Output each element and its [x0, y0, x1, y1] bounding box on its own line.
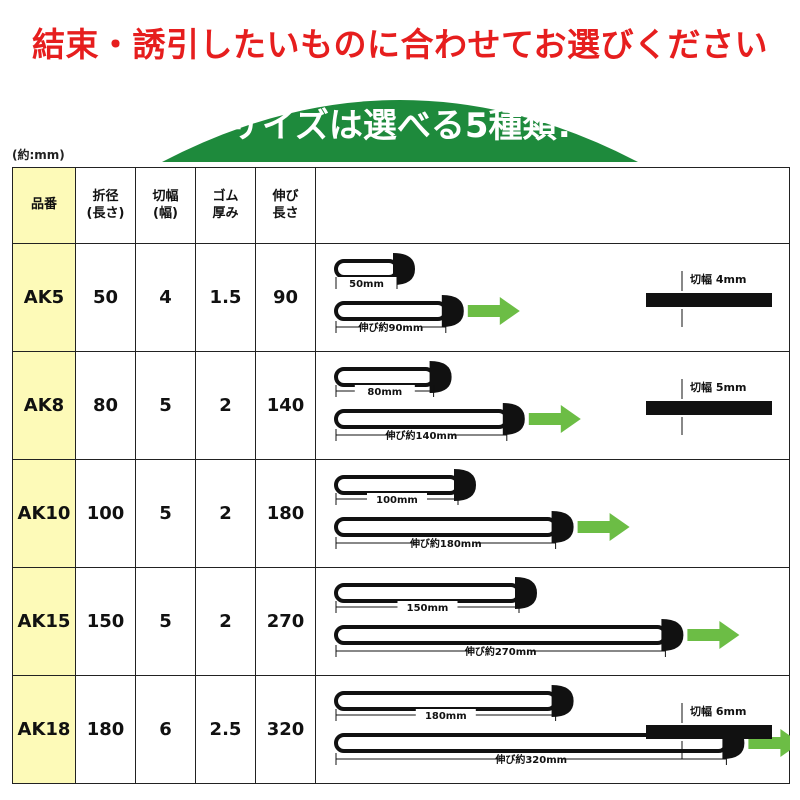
stretch-dimension: 伸び約270mm	[335, 644, 666, 658]
cut-width-section: 切幅 4mm	[646, 270, 772, 327]
cut-width: 5	[135, 459, 196, 568]
stretch-dimension: 伸び約180mm	[335, 536, 557, 550]
cut-width: 6	[135, 675, 196, 784]
fold-diameter: 80	[75, 351, 136, 460]
cut-width: 5	[135, 351, 196, 460]
stretch-length: 90	[255, 243, 316, 352]
band-diagram: 100mm 伸び約180mm	[315, 459, 790, 568]
rubber-thickness: 2.5	[195, 675, 256, 784]
cut-width-label: 切幅 6mm	[690, 704, 746, 718]
band-diagram: 150mm 伸び約270mm	[315, 567, 790, 676]
fold-dimension-label: 50mm	[349, 279, 384, 290]
banner-text: サイズは選べる5種類!	[227, 106, 573, 146]
band-diagram: 180mm 伸び約320mm 切幅 6mm	[315, 675, 790, 784]
header-row: 品番 折径(長さ) 切幅(幅) ゴム厚み 伸び長さ	[12, 167, 790, 244]
fold-diameter: 150	[75, 567, 136, 676]
cut-width-section: 切幅 5mm	[646, 378, 772, 435]
header-width: 切幅(幅)	[135, 167, 196, 244]
stretch-length: 270	[255, 567, 316, 676]
fold-dimension-label: 100mm	[376, 495, 418, 506]
stretch-arrow-icon	[687, 620, 740, 649]
header-width-a: 切幅	[152, 189, 179, 205]
stretch-dimension-label: 伸び約180mm	[409, 537, 482, 550]
band-diagram: 80mm 伸び約140mm 切幅 5mm	[315, 351, 790, 460]
stretched-band	[334, 402, 525, 435]
banner-arch	[162, 100, 638, 162]
stretch-dimension-label: 伸び約140mm	[385, 429, 458, 442]
header-stretch-b: 長さ	[272, 205, 299, 221]
stretched-band	[334, 618, 684, 651]
band-diagram: 50mm 伸び約90mm 切幅 4mm	[315, 243, 790, 352]
fold-dimension: 50mm	[335, 276, 398, 290]
header-stretch: 伸び長さ	[255, 167, 316, 244]
header-fold-b: (長さ)	[86, 205, 125, 221]
stretch-length: 140	[255, 351, 316, 460]
cut-width-label: 切幅 5mm	[690, 380, 746, 394]
fold-dimension-label: 80mm	[367, 387, 402, 398]
fold-dimension: 80mm	[335, 384, 435, 398]
cut-width-section: 切幅 6mm	[646, 702, 772, 759]
stretched-band	[334, 294, 464, 327]
fold-diameter: 100	[75, 459, 136, 568]
header-width-b: (幅)	[153, 205, 178, 221]
product-code: AK18	[12, 675, 76, 784]
stretch-dimension-label: 伸び約90mm	[358, 321, 424, 334]
fold-dimension-label: 180mm	[425, 711, 467, 722]
fold-dimension: 100mm	[335, 492, 459, 506]
headline: 結束・誘引したいものに合わせてお選びください	[31, 25, 768, 64]
stretch-length: 320	[255, 675, 316, 784]
rubber-thickness: 1.5	[195, 243, 256, 352]
header-stretch-a: 伸び	[272, 189, 299, 205]
cut-width: 5	[135, 567, 196, 676]
rubber-thickness: 2	[195, 351, 256, 460]
stretch-arrow-icon	[528, 404, 581, 433]
header-diagram	[315, 167, 790, 244]
stretch-dimension: 伸び約90mm	[335, 320, 447, 334]
stretch-dimension-label: 伸び約320mm	[494, 753, 567, 766]
stretch-dimension-label: 伸び約270mm	[464, 645, 537, 658]
stretch-dimension: 伸び約320mm	[335, 752, 727, 766]
fold-diameter: 50	[75, 243, 136, 352]
stretched-band	[334, 510, 574, 543]
fold-dimension-label: 150mm	[407, 603, 449, 614]
header-thick-b: 厚み	[212, 205, 239, 221]
fold-dimension: 180mm	[335, 708, 557, 722]
rubber-thickness: 2	[195, 567, 256, 676]
unit-note: (約:mm)	[12, 148, 65, 162]
header-thickness: ゴム厚み	[195, 167, 256, 244]
product-code: AK8	[12, 351, 76, 460]
product-code: AK5	[12, 243, 76, 352]
stretch-length: 180	[255, 459, 316, 568]
cut-width-label: 切幅 4mm	[690, 272, 746, 286]
stretch-arrow-icon	[748, 728, 790, 757]
header-fold-a: 折径	[92, 189, 119, 205]
stretch-arrow-icon	[467, 296, 520, 325]
header-thick-a: ゴム	[212, 189, 239, 205]
stretch-dimension: 伸び約140mm	[335, 428, 508, 442]
fold-dimension: 150mm	[335, 600, 520, 614]
header-code: 品番	[12, 167, 76, 244]
product-code: AK10	[12, 459, 76, 568]
cut-width: 4	[135, 243, 196, 352]
fold-diameter: 180	[75, 675, 136, 784]
rubber-thickness: 2	[195, 459, 256, 568]
product-code: AK15	[12, 567, 76, 676]
stretch-arrow-icon	[577, 512, 630, 541]
header-fold: 折径(長さ)	[75, 167, 136, 244]
